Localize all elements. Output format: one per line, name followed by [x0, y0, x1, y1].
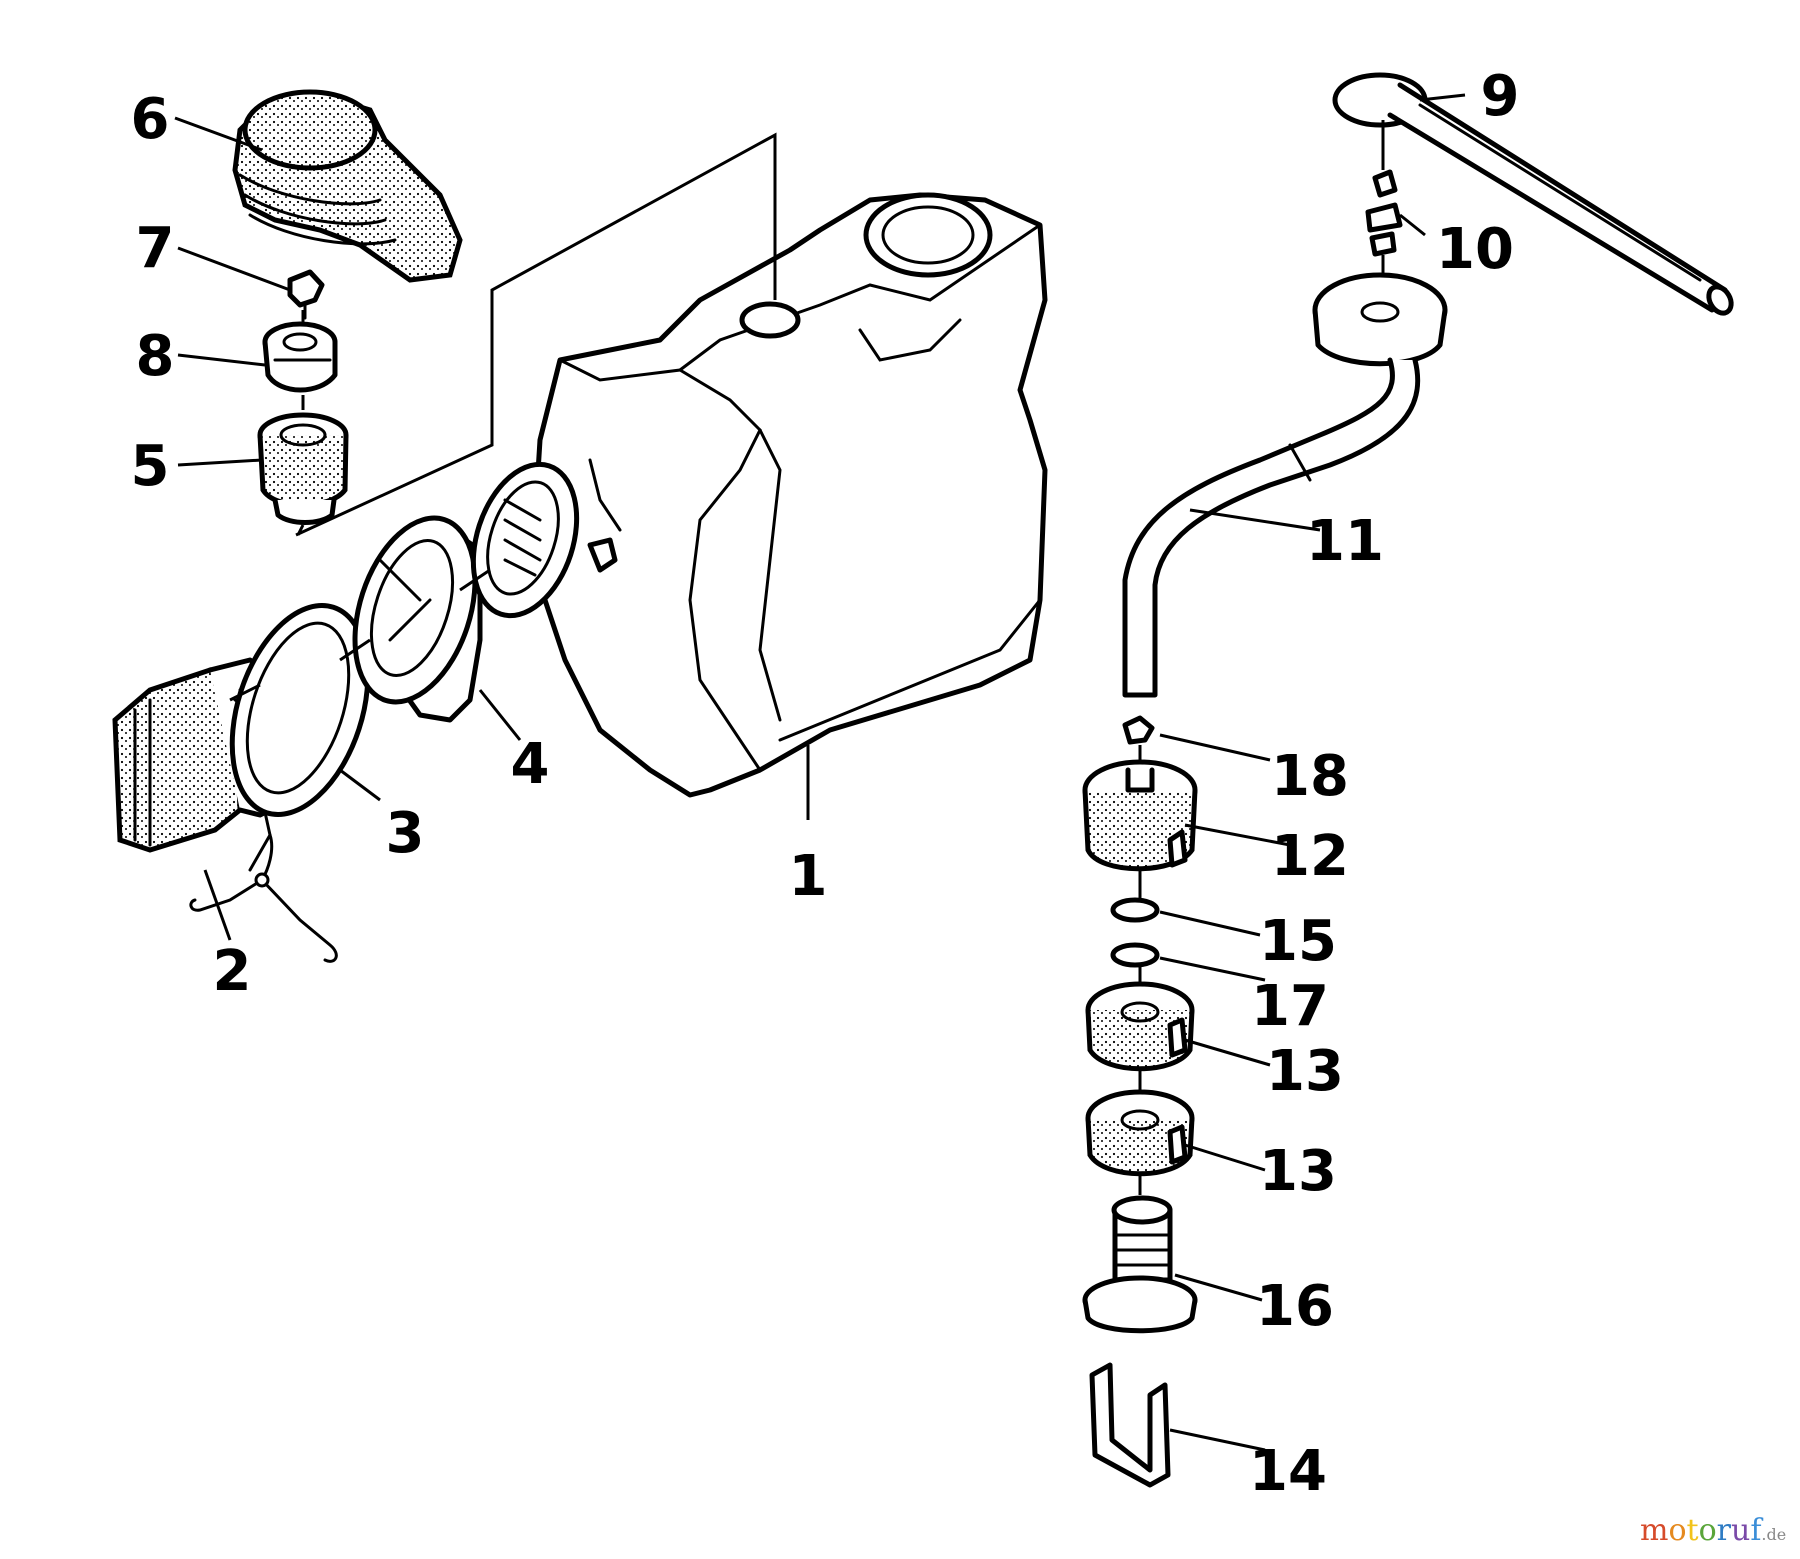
spring-filter	[1082, 1195, 1198, 1334]
callout-18: 18	[1271, 744, 1349, 809]
logo-letter: f	[1750, 1513, 1763, 1548]
callout-7: 7	[136, 216, 175, 281]
callout-13: 13	[1266, 1039, 1344, 1104]
rod	[1332, 72, 1734, 316]
washer-18	[1122, 715, 1155, 745]
small-washer	[287, 269, 325, 320]
callout-6: 6	[131, 87, 170, 152]
o-ring-17	[1110, 942, 1160, 968]
callout-11: 11	[1306, 509, 1384, 574]
filter-segment-lower	[1085, 1089, 1195, 1177]
vent-lever-cap	[232, 89, 463, 283]
motoruf-logo: motoruf.de	[1640, 1513, 1786, 1548]
callout-15: 15	[1259, 909, 1337, 974]
pickup-tube	[1122, 272, 1448, 698]
logo-letter: o	[1699, 1513, 1717, 1548]
leader-lines	[174, 93, 1466, 1452]
logo-letter: m	[1640, 1513, 1668, 1548]
flange	[352, 515, 483, 723]
callout-12: 12	[1271, 824, 1349, 889]
logo-letter: t	[1687, 1513, 1699, 1548]
logo-letter: r	[1717, 1513, 1732, 1548]
logo-letter: u	[1731, 1513, 1750, 1548]
callout-2: 2	[213, 939, 252, 1004]
callout-1: 1	[789, 844, 828, 909]
logo-suffix: .de	[1761, 1525, 1786, 1544]
callout-8: 8	[136, 324, 175, 389]
clamp-body	[1082, 759, 1198, 872]
fuel-tank	[532, 192, 1048, 798]
filter-segment-upper	[1085, 981, 1195, 1072]
callout-14: 14	[1249, 1439, 1327, 1504]
retaining-clip	[1089, 1362, 1171, 1488]
callout-9: 9	[1481, 64, 1520, 129]
gasket	[229, 603, 371, 817]
valve-fitting	[262, 321, 338, 393]
callout-10: 10	[1436, 217, 1514, 282]
logo-letter: o	[1668, 1513, 1686, 1548]
callout-16: 16	[1256, 1274, 1334, 1339]
svg-text:motoruf.de: motoruf.de	[1640, 1513, 1786, 1548]
o-ring-15	[1110, 897, 1160, 923]
bushing	[257, 412, 349, 525]
callout-5: 5	[131, 434, 170, 499]
callout-3: 3	[386, 801, 425, 866]
callout-labels: 1 2 3 4 5 6 7 8 9 10 11 12 13 13 14 15 1…	[131, 64, 1520, 1504]
tank-filler-neck	[470, 461, 618, 619]
callout-13-second: 13	[1259, 1139, 1337, 1204]
callout-4: 4	[511, 732, 550, 797]
callout-17: 17	[1251, 974, 1329, 1039]
